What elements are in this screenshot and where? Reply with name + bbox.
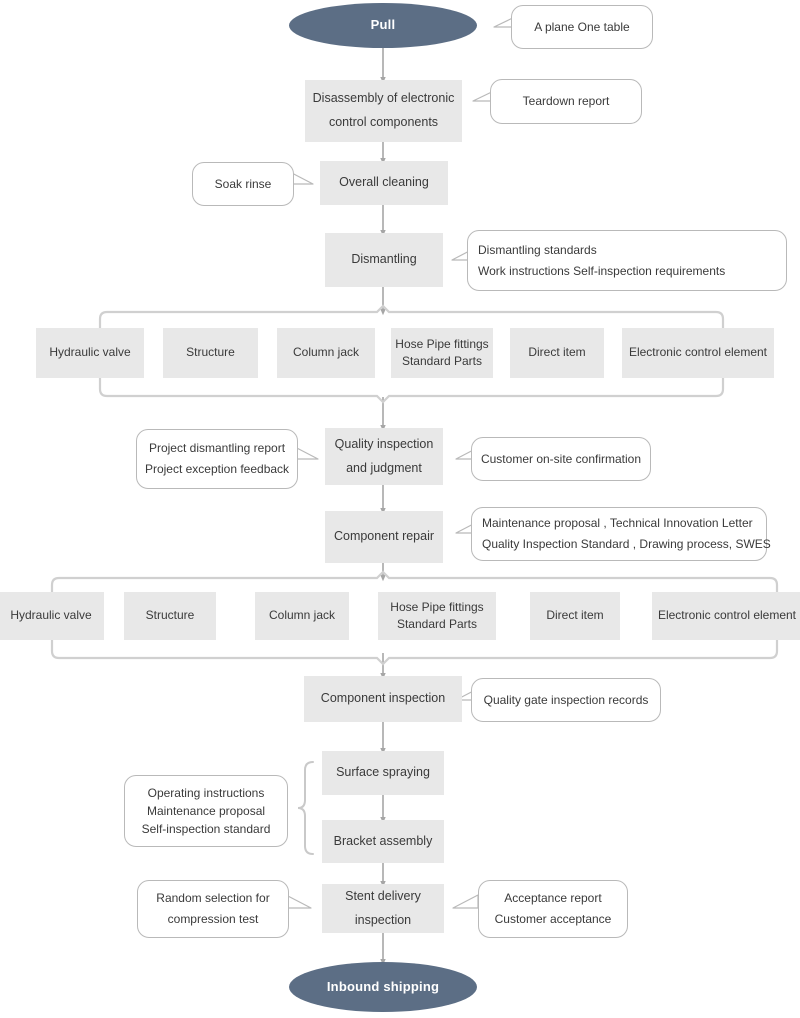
callout-line-3: Self-inspection standard (141, 822, 271, 836)
callout-operating-instructions[interactable]: Operating instructions Maintenance propo… (124, 775, 288, 847)
process-surface-spraying[interactable]: Surface spraying (322, 751, 444, 795)
callout-line-1: Acceptance report (504, 891, 602, 905)
callout-line: Teardown report (522, 94, 610, 108)
start-terminator[interactable]: Pull (289, 3, 477, 48)
callout-random-selection-compression-test[interactable]: Random selection for compression test (137, 880, 289, 938)
component-chip-hose-pipe-fittings-top[interactable]: Hose Pipe fittings Standard Parts (391, 328, 493, 378)
component-chip-direct-item-bottom[interactable]: Direct item (530, 592, 620, 640)
callout-line-2: compression test (167, 912, 259, 926)
process-quality-inspection-line2: and judgment (346, 460, 422, 475)
component-chip-electronic-control-element-top[interactable]: Electronic control element (622, 328, 774, 378)
process-surface-spraying-label: Surface spraying (336, 765, 430, 780)
chip-label: Direct item (546, 608, 604, 623)
process-stent-delivery-line1: Stent delivery (345, 888, 421, 903)
process-overall-cleaning-label: Overall cleaning (339, 175, 429, 190)
callout-line-1: Maintenance proposal , Technical Innovat… (482, 516, 753, 530)
process-bracket-assembly[interactable]: Bracket assembly (322, 820, 444, 863)
chip-label-line1: Hose Pipe fittings (395, 336, 489, 351)
end-terminator[interactable]: Inbound shipping (289, 962, 477, 1012)
chip-label: Electronic control element (628, 345, 768, 360)
process-overall-cleaning[interactable]: Overall cleaning (320, 161, 448, 205)
callout-line-2: Project exception feedback (144, 462, 290, 476)
callout-project-dismantling-report[interactable]: Project dismantling report Project excep… (136, 429, 298, 489)
process-disassembly[interactable]: Disassembly of electronic control compon… (305, 80, 462, 142)
process-quality-inspection-line1: Quality inspection (334, 436, 434, 451)
chip-label: Column jack (292, 345, 360, 360)
callout-line: Soak rinse (214, 176, 272, 191)
callout-line-2: Quality Inspection Standard , Drawing pr… (482, 537, 771, 551)
chip-label: Structure (186, 345, 235, 360)
process-quality-inspection[interactable]: Quality inspection and judgment (325, 428, 443, 485)
callout-line-2: Maintenance proposal (146, 804, 266, 818)
callout-line-1: Project dismantling report (148, 441, 286, 455)
callout-soak-rinse[interactable]: Soak rinse (192, 162, 294, 206)
start-label: Pull (370, 17, 396, 33)
callout-teardown-report[interactable]: Teardown report (490, 79, 642, 124)
component-chip-hydraulic-valve-top[interactable]: Hydraulic valve (36, 328, 144, 378)
chip-label-line1: Hose Pipe fittings (390, 599, 484, 614)
chip-label: Hydraulic valve (49, 345, 131, 360)
callout-line-2: Customer acceptance (494, 912, 612, 926)
chip-label: Direct item (528, 345, 586, 360)
chip-label: Column jack (268, 608, 336, 623)
callout-maintenance-proposal[interactable]: Maintenance proposal , Technical Innovat… (471, 507, 771, 561)
callout-line-1: Dismantling standards (478, 242, 597, 257)
callout-dismantling-standards[interactable]: Dismantling standards Work instructions … (467, 230, 787, 291)
callout-line: Customer on-site confirmation (480, 451, 642, 466)
process-component-inspection-label: Component inspection (320, 691, 446, 706)
component-chip-hose-pipe-fittings-bottom[interactable]: Hose Pipe fittings Standard Parts (378, 592, 496, 640)
chip-label: Hydraulic valve (10, 608, 92, 623)
component-chip-column-jack-bottom[interactable]: Column jack (255, 592, 349, 640)
callout-acceptance-report[interactable]: Acceptance report Customer acceptance (478, 880, 628, 938)
process-bracket-assembly-label: Bracket assembly (333, 833, 433, 848)
component-chip-structure-bottom[interactable]: Structure (124, 592, 216, 640)
component-chip-electronic-control-element-bottom[interactable]: Electronic control element (652, 592, 800, 640)
process-dismantling-label: Dismantling (351, 252, 417, 267)
callout-line-2: Work instructions Self-inspection requir… (478, 263, 726, 278)
process-component-repair-label: Component repair (333, 529, 435, 544)
callout-line-1: Operating instructions (147, 786, 265, 800)
callout-quality-gate-inspection-records[interactable]: Quality gate inspection records (471, 678, 661, 722)
chip-label-line2: Standard Parts (396, 617, 478, 631)
process-stent-delivery[interactable]: Stent delivery inspection (322, 884, 444, 933)
chip-label: Electronic control element (657, 608, 797, 623)
callout-line: Quality gate inspection records (483, 692, 649, 707)
component-chip-direct-item-top[interactable]: Direct item (510, 328, 604, 378)
callout-customer-onsite-confirmation[interactable]: Customer on-site confirmation (471, 437, 651, 481)
process-component-inspection[interactable]: Component inspection (304, 676, 462, 722)
end-label: Inbound shipping (326, 978, 440, 994)
chip-label-line2: Standard Parts (401, 354, 483, 368)
callout-a-plane-one-table[interactable]: A plane One table (511, 5, 653, 49)
callout-line-1: Random selection for (156, 891, 270, 905)
component-chip-structure-top[interactable]: Structure (163, 328, 258, 378)
process-dismantling[interactable]: Dismantling (325, 233, 443, 287)
process-disassembly-line1: Disassembly of electronic (312, 91, 455, 106)
process-component-repair[interactable]: Component repair (325, 511, 443, 563)
component-chip-column-jack-top[interactable]: Column jack (277, 328, 375, 378)
process-disassembly-line2: control components (328, 115, 439, 129)
process-stent-delivery-line2: inspection (354, 912, 412, 927)
callout-line: A plane One table (534, 19, 630, 34)
chip-label: Structure (145, 608, 195, 623)
component-chip-hydraulic-valve-bottom[interactable]: Hydraulic valve (0, 592, 104, 640)
